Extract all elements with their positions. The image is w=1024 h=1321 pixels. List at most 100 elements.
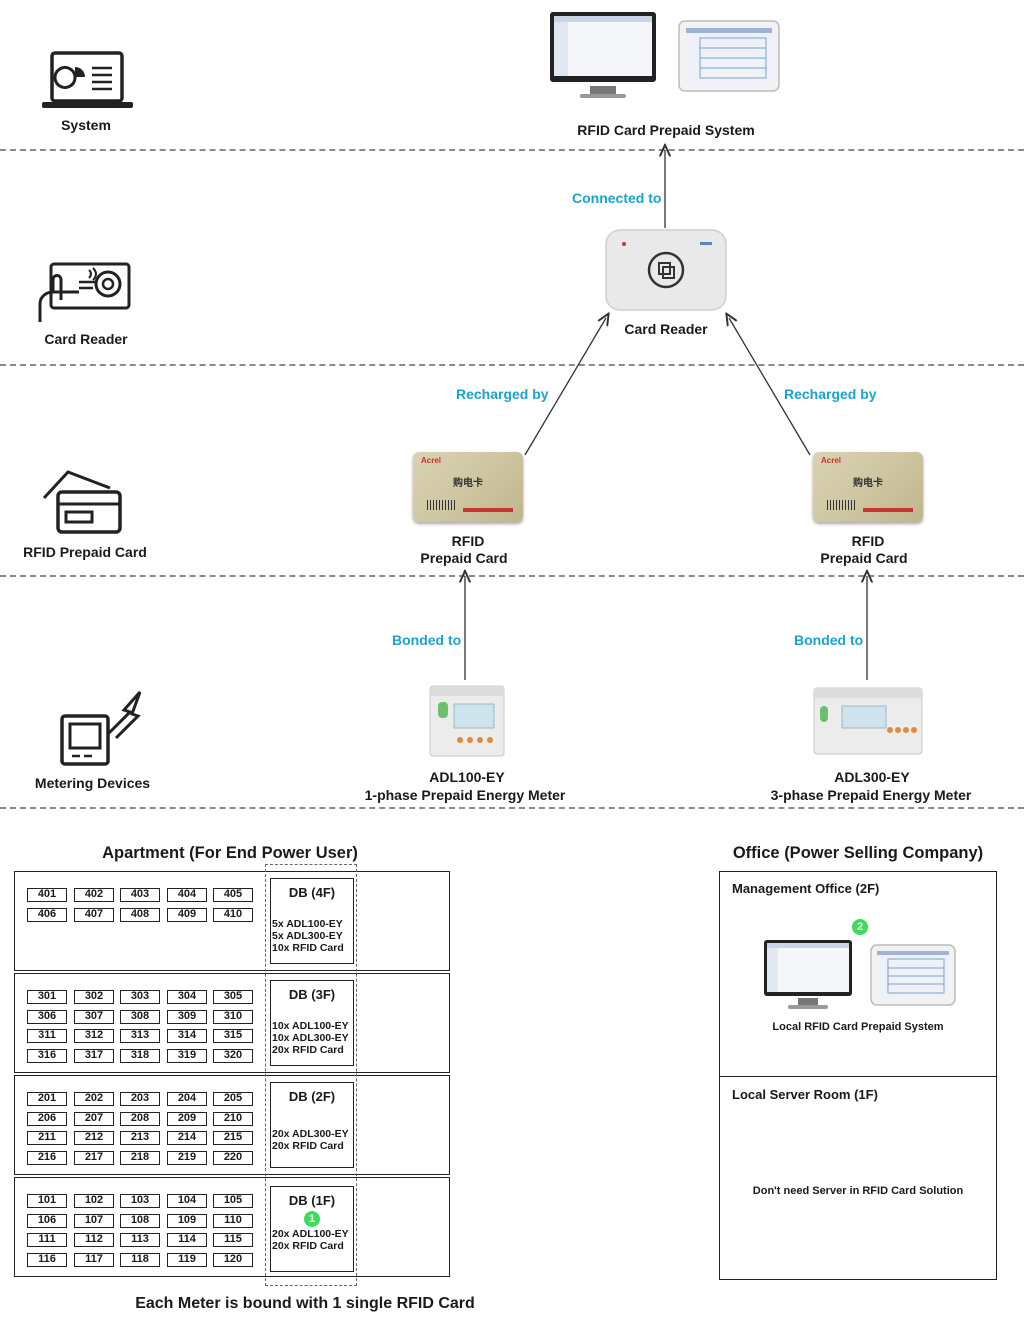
room-box: 319 <box>167 1048 207 1063</box>
energy-meter-icon <box>60 691 142 766</box>
db-content: 20x RFID Card <box>272 1044 344 1056</box>
room-box: 104 <box>167 1194 207 1208</box>
system-node-label: RFID Card Prepaid System <box>577 122 755 138</box>
db-title: DB (1F) <box>288 1193 336 1208</box>
room-box: 101 <box>27 1194 67 1208</box>
connection-label-bonded-left: Bonded to <box>392 632 462 648</box>
room-box: 407 <box>74 907 114 922</box>
room-box: 107 <box>74 1213 114 1228</box>
room-box: 202 <box>74 1092 114 1106</box>
layer-label-rfid-card: RFID Prepaid Card <box>23 544 147 560</box>
db-content: 20x ADL300-EY <box>272 1128 349 1140</box>
rfid-card-right: Acrel 购电卡 <box>813 452 923 522</box>
room-box: 214 <box>167 1131 207 1145</box>
room-box: 307 <box>74 1009 114 1024</box>
office-title: Office (Power Selling Company) <box>732 844 984 862</box>
db-3f: DB (3F) 10x ADL100-EY 10x ADL300-EY 20x … <box>270 980 354 1066</box>
room-box: 303 <box>120 990 160 1004</box>
room-box: 116 <box>27 1252 67 1267</box>
meter-left-desc: 1-phase Prepaid Energy Meter <box>364 787 566 803</box>
room-box: 405 <box>213 888 253 902</box>
layer-divider <box>0 575 1024 577</box>
rfid-card-icon <box>42 470 122 534</box>
room-box: 206 <box>27 1111 67 1126</box>
card-brand: Acrel <box>421 456 442 465</box>
card-brand: Acrel <box>821 456 842 465</box>
room-box: 216 <box>27 1150 67 1165</box>
db-content: 5x ADL300-EY <box>272 930 343 942</box>
connection-label-recharged-right: Recharged by <box>784 386 877 402</box>
db-content: 5x ADL100-EY <box>272 918 343 930</box>
room-box: 111 <box>27 1233 67 1247</box>
monitor-icon <box>764 940 852 1009</box>
room-box: 301 <box>27 990 67 1004</box>
server-room-note: Don't need Server in RFID Card Solution <box>752 1185 964 1197</box>
monitor-icon <box>550 12 656 98</box>
server-room-title: Local Server Room (1F) <box>732 1087 878 1102</box>
layer-divider <box>0 364 1024 366</box>
card-stripe <box>463 508 513 512</box>
meter-left-model: ADL100-EY <box>429 769 505 785</box>
layer-divider <box>0 149 1024 151</box>
db-1f: DB (1F) 1 20x ADL100-EY 20x RFID Card <box>270 1186 354 1272</box>
rfid-card-right-label-2: Prepaid Card <box>820 550 908 566</box>
management-office-title: Management Office (2F) <box>732 881 880 896</box>
connection-label-bonded-right: Bonded to <box>794 632 864 648</box>
room-box: 215 <box>213 1131 253 1145</box>
room-box: 313 <box>120 1029 160 1043</box>
room-box: 109 <box>167 1213 207 1228</box>
room-box: 208 <box>120 1111 160 1126</box>
arrow-card-right-to-reader <box>729 318 811 456</box>
layer-label-metering: Metering Devices <box>34 775 151 791</box>
rfid-card-left-label-1: RFID <box>451 533 485 549</box>
db-content: 10x ADL300-EY <box>272 1032 349 1044</box>
callout-badge-2: 2 <box>852 919 868 935</box>
tablet-icon <box>678 20 780 92</box>
connection-label-connected-to: Connected to <box>572 190 662 206</box>
room-box: 308 <box>120 1009 160 1024</box>
room-box: 408 <box>120 907 160 922</box>
room-box: 315 <box>213 1029 253 1043</box>
room-box: 220 <box>213 1150 253 1165</box>
room-box: 213 <box>120 1131 160 1145</box>
room-box: 402 <box>74 888 114 902</box>
card-barcode <box>427 500 457 510</box>
room-box: 318 <box>120 1048 160 1063</box>
room-box: 320 <box>213 1048 253 1063</box>
callout-badge-1: 1 <box>304 1211 320 1227</box>
room-box: 110 <box>213 1213 253 1228</box>
room-box: 310 <box>213 1009 253 1024</box>
db-2f: DB (2F) 20x ADL300-EY 20x RFID Card <box>270 1082 354 1168</box>
room-box: 219 <box>167 1150 207 1165</box>
room-box: 217 <box>74 1150 114 1165</box>
room-box: 117 <box>74 1252 114 1267</box>
room-box: 204 <box>167 1092 207 1106</box>
room-box: 120 <box>213 1252 253 1267</box>
db-content: 20x ADL100-EY <box>272 1228 349 1240</box>
room-box: 108 <box>120 1213 160 1228</box>
apartment-footer: Each Meter is bound with 1 single RFID C… <box>135 1295 475 1312</box>
room-box: 103 <box>120 1194 160 1208</box>
arrow-card-left-to-reader <box>524 318 606 456</box>
room-box: 404 <box>167 888 207 902</box>
room-box: 401 <box>27 888 67 902</box>
room-box: 309 <box>167 1009 207 1024</box>
rfid-card-left-label-2: Prepaid Card <box>420 550 508 566</box>
management-office-caption: Local RFID Card Prepaid System <box>772 1021 944 1033</box>
db-content: 10x ADL100-EY <box>272 1020 349 1032</box>
room-box: 201 <box>27 1092 67 1106</box>
room-box: 312 <box>74 1029 114 1043</box>
db-content: 20x RFID Card <box>272 1240 344 1252</box>
room-box: 306 <box>27 1009 67 1024</box>
room-box: 311 <box>27 1029 67 1043</box>
connector-arrows <box>0 0 1024 680</box>
room-box: 119 <box>167 1252 207 1267</box>
reader-node-label: Card Reader <box>624 321 708 337</box>
card-reader-device <box>605 229 727 311</box>
db-dashed-group <box>265 864 357 1286</box>
room-box: 205 <box>213 1092 253 1106</box>
room-box: 115 <box>213 1233 253 1247</box>
db-content: 10x RFID Card <box>272 942 344 954</box>
tablet-icon <box>870 944 956 1006</box>
room-box: 212 <box>74 1131 114 1145</box>
